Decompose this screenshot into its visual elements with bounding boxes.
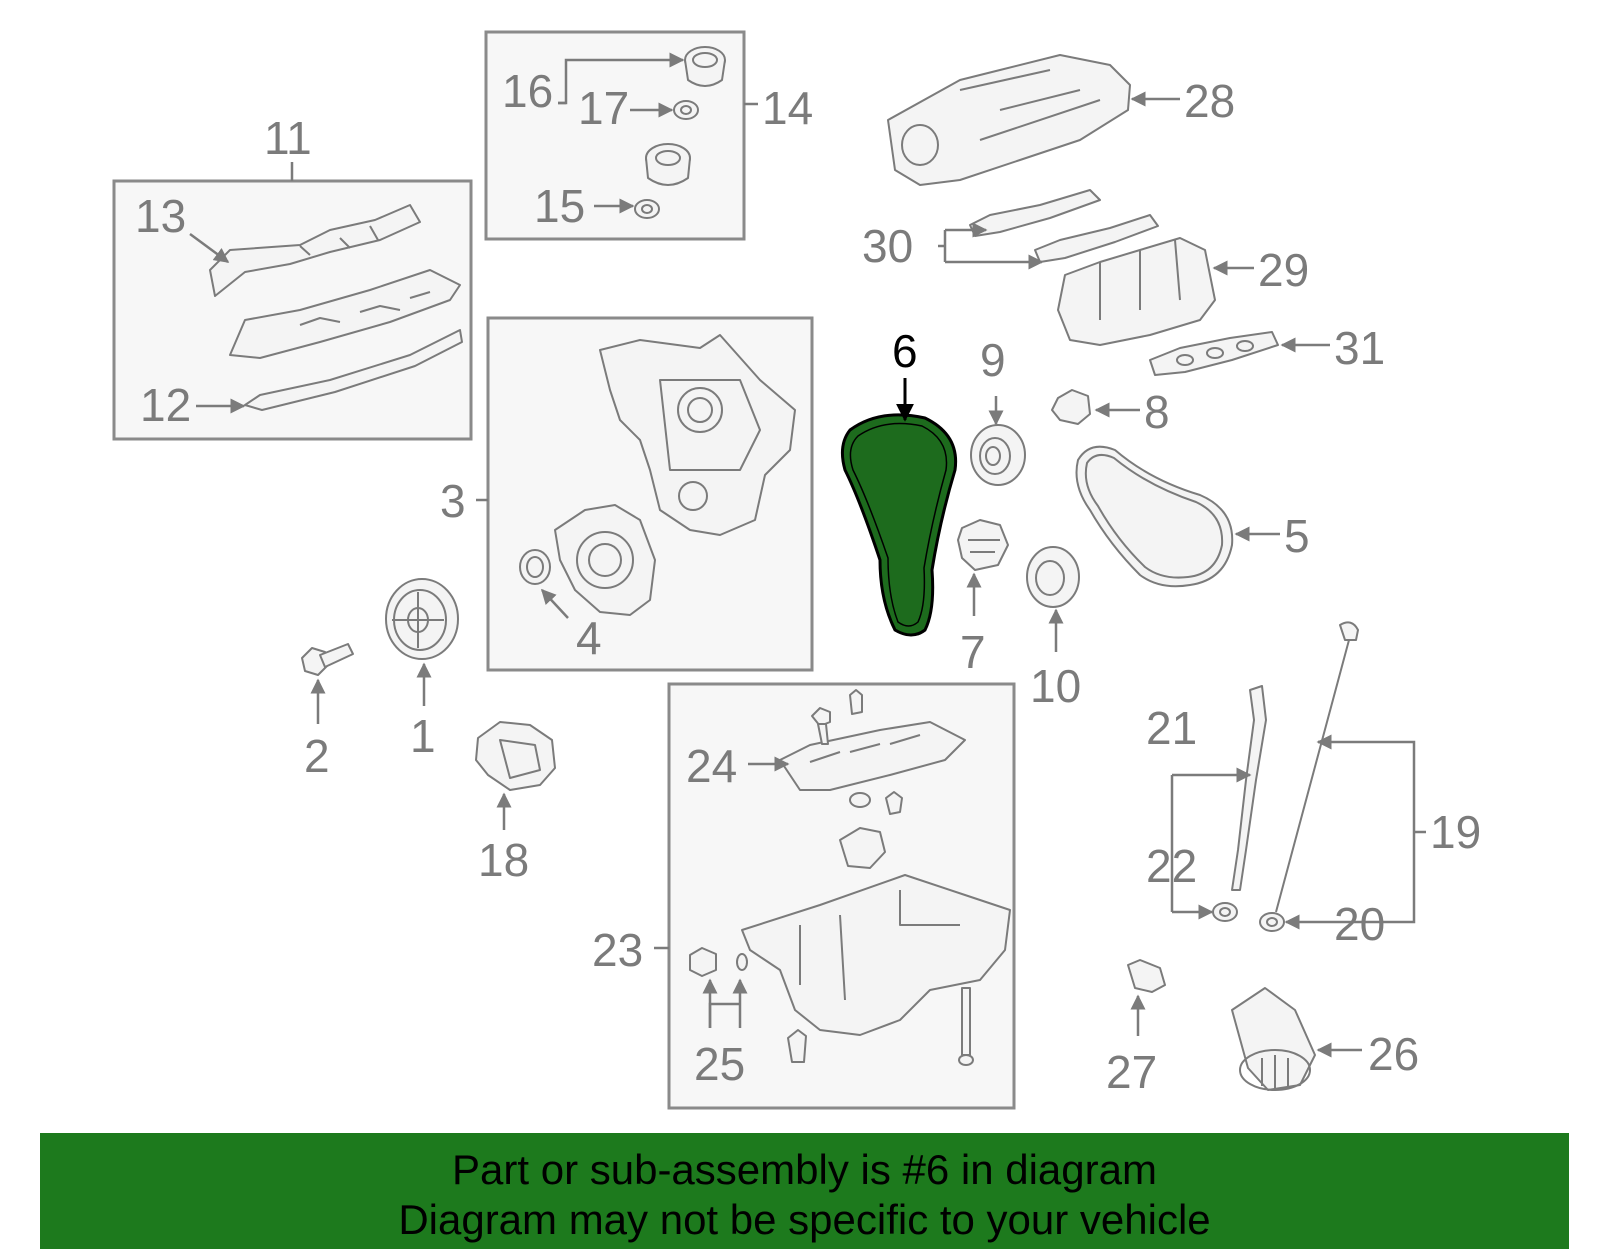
oil-filler-cap-part[interactable]: [684, 46, 726, 87]
oil-tube-seal-part[interactable]: [634, 199, 660, 219]
oil-pressure-sensor-part[interactable]: [1127, 959, 1166, 993]
water-pump-part[interactable]: [475, 721, 556, 791]
chain-tensioner-part[interactable]: [1051, 389, 1091, 425]
callout-23[interactable]: 23: [592, 924, 643, 976]
oil-cap-seal-17-part[interactable]: [673, 100, 699, 120]
callout-18[interactable]: 18: [478, 834, 529, 886]
front-crank-seal-part[interactable]: [519, 549, 551, 585]
camshaft-sprocket-part[interactable]: [970, 424, 1026, 486]
callout-29[interactable]: 29: [1258, 244, 1309, 296]
callout-27[interactable]: 27: [1106, 1046, 1157, 1098]
intake-manifold-gasket-part[interactable]: [1149, 331, 1279, 376]
callout-17[interactable]: 17: [578, 82, 629, 134]
intake-gasket-upper-part[interactable]: [969, 189, 1101, 237]
valve-cover-part[interactable]: [229, 269, 461, 359]
callout-25[interactable]: 25: [694, 1038, 745, 1090]
oil-dipstick-part[interactable]: [1275, 621, 1359, 913]
callout-4[interactable]: 4: [576, 612, 602, 664]
callout-2[interactable]: 2: [304, 730, 330, 782]
dipstick-tube-seal-part[interactable]: [1212, 902, 1238, 922]
callout-5[interactable]: 5: [1284, 510, 1310, 562]
leader-lines: [189, 52, 1426, 1058]
callout-10[interactable]: 10: [1030, 660, 1081, 712]
callout-3[interactable]: 3: [440, 475, 466, 527]
callout-21[interactable]: 21: [1146, 702, 1197, 754]
upper-intake-manifold-part[interactable]: [887, 54, 1131, 186]
callout-14[interactable]: 14: [762, 82, 813, 134]
dipstick-tube-part[interactable]: [1231, 685, 1267, 891]
info-banner: Part or sub-assembly is #6 in diagram Di…: [40, 1133, 1569, 1249]
water-pump-housing-part[interactable]: [554, 504, 656, 616]
callout-28[interactable]: 28: [1184, 75, 1235, 127]
timing-chain-part-highlighted[interactable]: [840, 413, 958, 637]
oil-pan-bolt-part[interactable]: [787, 987, 974, 1066]
oil-pump-screen-part[interactable]: [839, 791, 903, 869]
crankshaft-pulley-part[interactable]: [385, 578, 459, 660]
oil-pan-baffle-part[interactable]: [779, 721, 966, 791]
callout-19[interactable]: 19: [1430, 806, 1481, 858]
callout-8[interactable]: 8: [1144, 386, 1170, 438]
oil-filler-tube-15-part[interactable]: [645, 143, 691, 186]
lower-intake-manifold-part[interactable]: [1057, 237, 1216, 346]
secondary-timing-chain-part[interactable]: [1075, 445, 1234, 588]
engine-front-cover-part[interactable]: [599, 334, 796, 536]
banner-line-part-number: Part or sub-assembly is #6 in diagram: [452, 1146, 1157, 1193]
chain-guide-part[interactable]: [957, 519, 1009, 571]
valve-cover-shield-part[interactable]: [209, 204, 421, 297]
callout-1[interactable]: 1: [410, 710, 436, 762]
callout-12[interactable]: 12: [140, 379, 191, 431]
drain-plug-part[interactable]: [689, 947, 748, 977]
intake-gasket-lower-part[interactable]: [1034, 214, 1159, 263]
pulley-bolt-part[interactable]: [301, 643, 354, 676]
baffle-bolt-part[interactable]: [811, 689, 863, 745]
callout-15[interactable]: 15: [534, 180, 585, 232]
dipstick-oring-part[interactable]: [1259, 912, 1285, 932]
callout-30[interactable]: 30: [862, 220, 913, 272]
callout-9[interactable]: 9: [980, 334, 1006, 386]
callout-26[interactable]: 26: [1368, 1028, 1419, 1080]
banner-line-disclaimer: Diagram may not be specific to your vehi…: [398, 1196, 1211, 1243]
callout-16[interactable]: 16: [502, 65, 553, 117]
callout-13[interactable]: 13: [135, 190, 186, 242]
oil-filter-part[interactable]: [1231, 987, 1316, 1091]
callout-20[interactable]: 20: [1334, 898, 1385, 950]
callout-31[interactable]: 31: [1334, 322, 1385, 374]
callout-22[interactable]: 22: [1146, 840, 1197, 892]
callout-11[interactable]: 11: [264, 112, 312, 164]
callout-numbers: 11 13 12 16 17 14 15 3 4 1 2 18 6 9 8 5 …: [135, 65, 1481, 1098]
callout-24[interactable]: 24: [686, 740, 737, 792]
crankshaft-sprocket-part[interactable]: [1026, 546, 1080, 608]
oil-pan-part[interactable]: [741, 874, 1011, 1036]
valve-cover-gasket-part[interactable]: [244, 329, 463, 411]
callout-6-highlighted[interactable]: 6: [892, 325, 918, 377]
callout-7[interactable]: 7: [960, 626, 986, 678]
